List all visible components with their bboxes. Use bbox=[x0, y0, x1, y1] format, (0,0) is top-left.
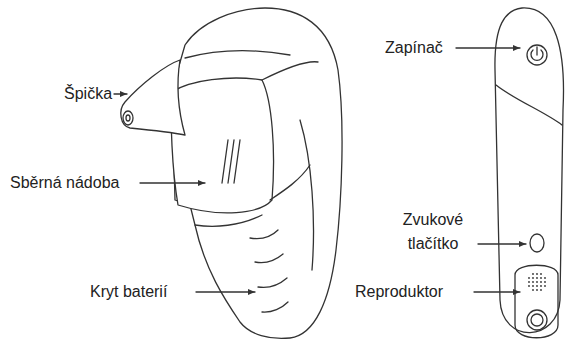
leader-line bbox=[196, 291, 255, 292]
part-label: Reproduktor bbox=[355, 280, 443, 304]
tip bbox=[121, 60, 185, 135]
leader-line bbox=[114, 93, 127, 94]
part-label: Kryt baterií bbox=[90, 280, 167, 304]
leader-line bbox=[456, 47, 520, 48]
power-button bbox=[527, 45, 547, 65]
part-label: Sběrná nádoba bbox=[10, 171, 119, 195]
aspirator-body bbox=[172, 8, 342, 338]
part-label: Špička bbox=[64, 82, 112, 106]
part-label: Zvukové tlačítko bbox=[390, 208, 476, 256]
sound-button bbox=[530, 234, 544, 252]
leader-line bbox=[474, 291, 520, 292]
leader-line bbox=[478, 243, 526, 244]
speaker-grille bbox=[528, 273, 546, 291]
aspirator-back bbox=[495, 8, 564, 333]
leader-line bbox=[140, 182, 205, 183]
collection-container bbox=[171, 78, 273, 213]
part-label: Zapínač bbox=[385, 36, 443, 60]
